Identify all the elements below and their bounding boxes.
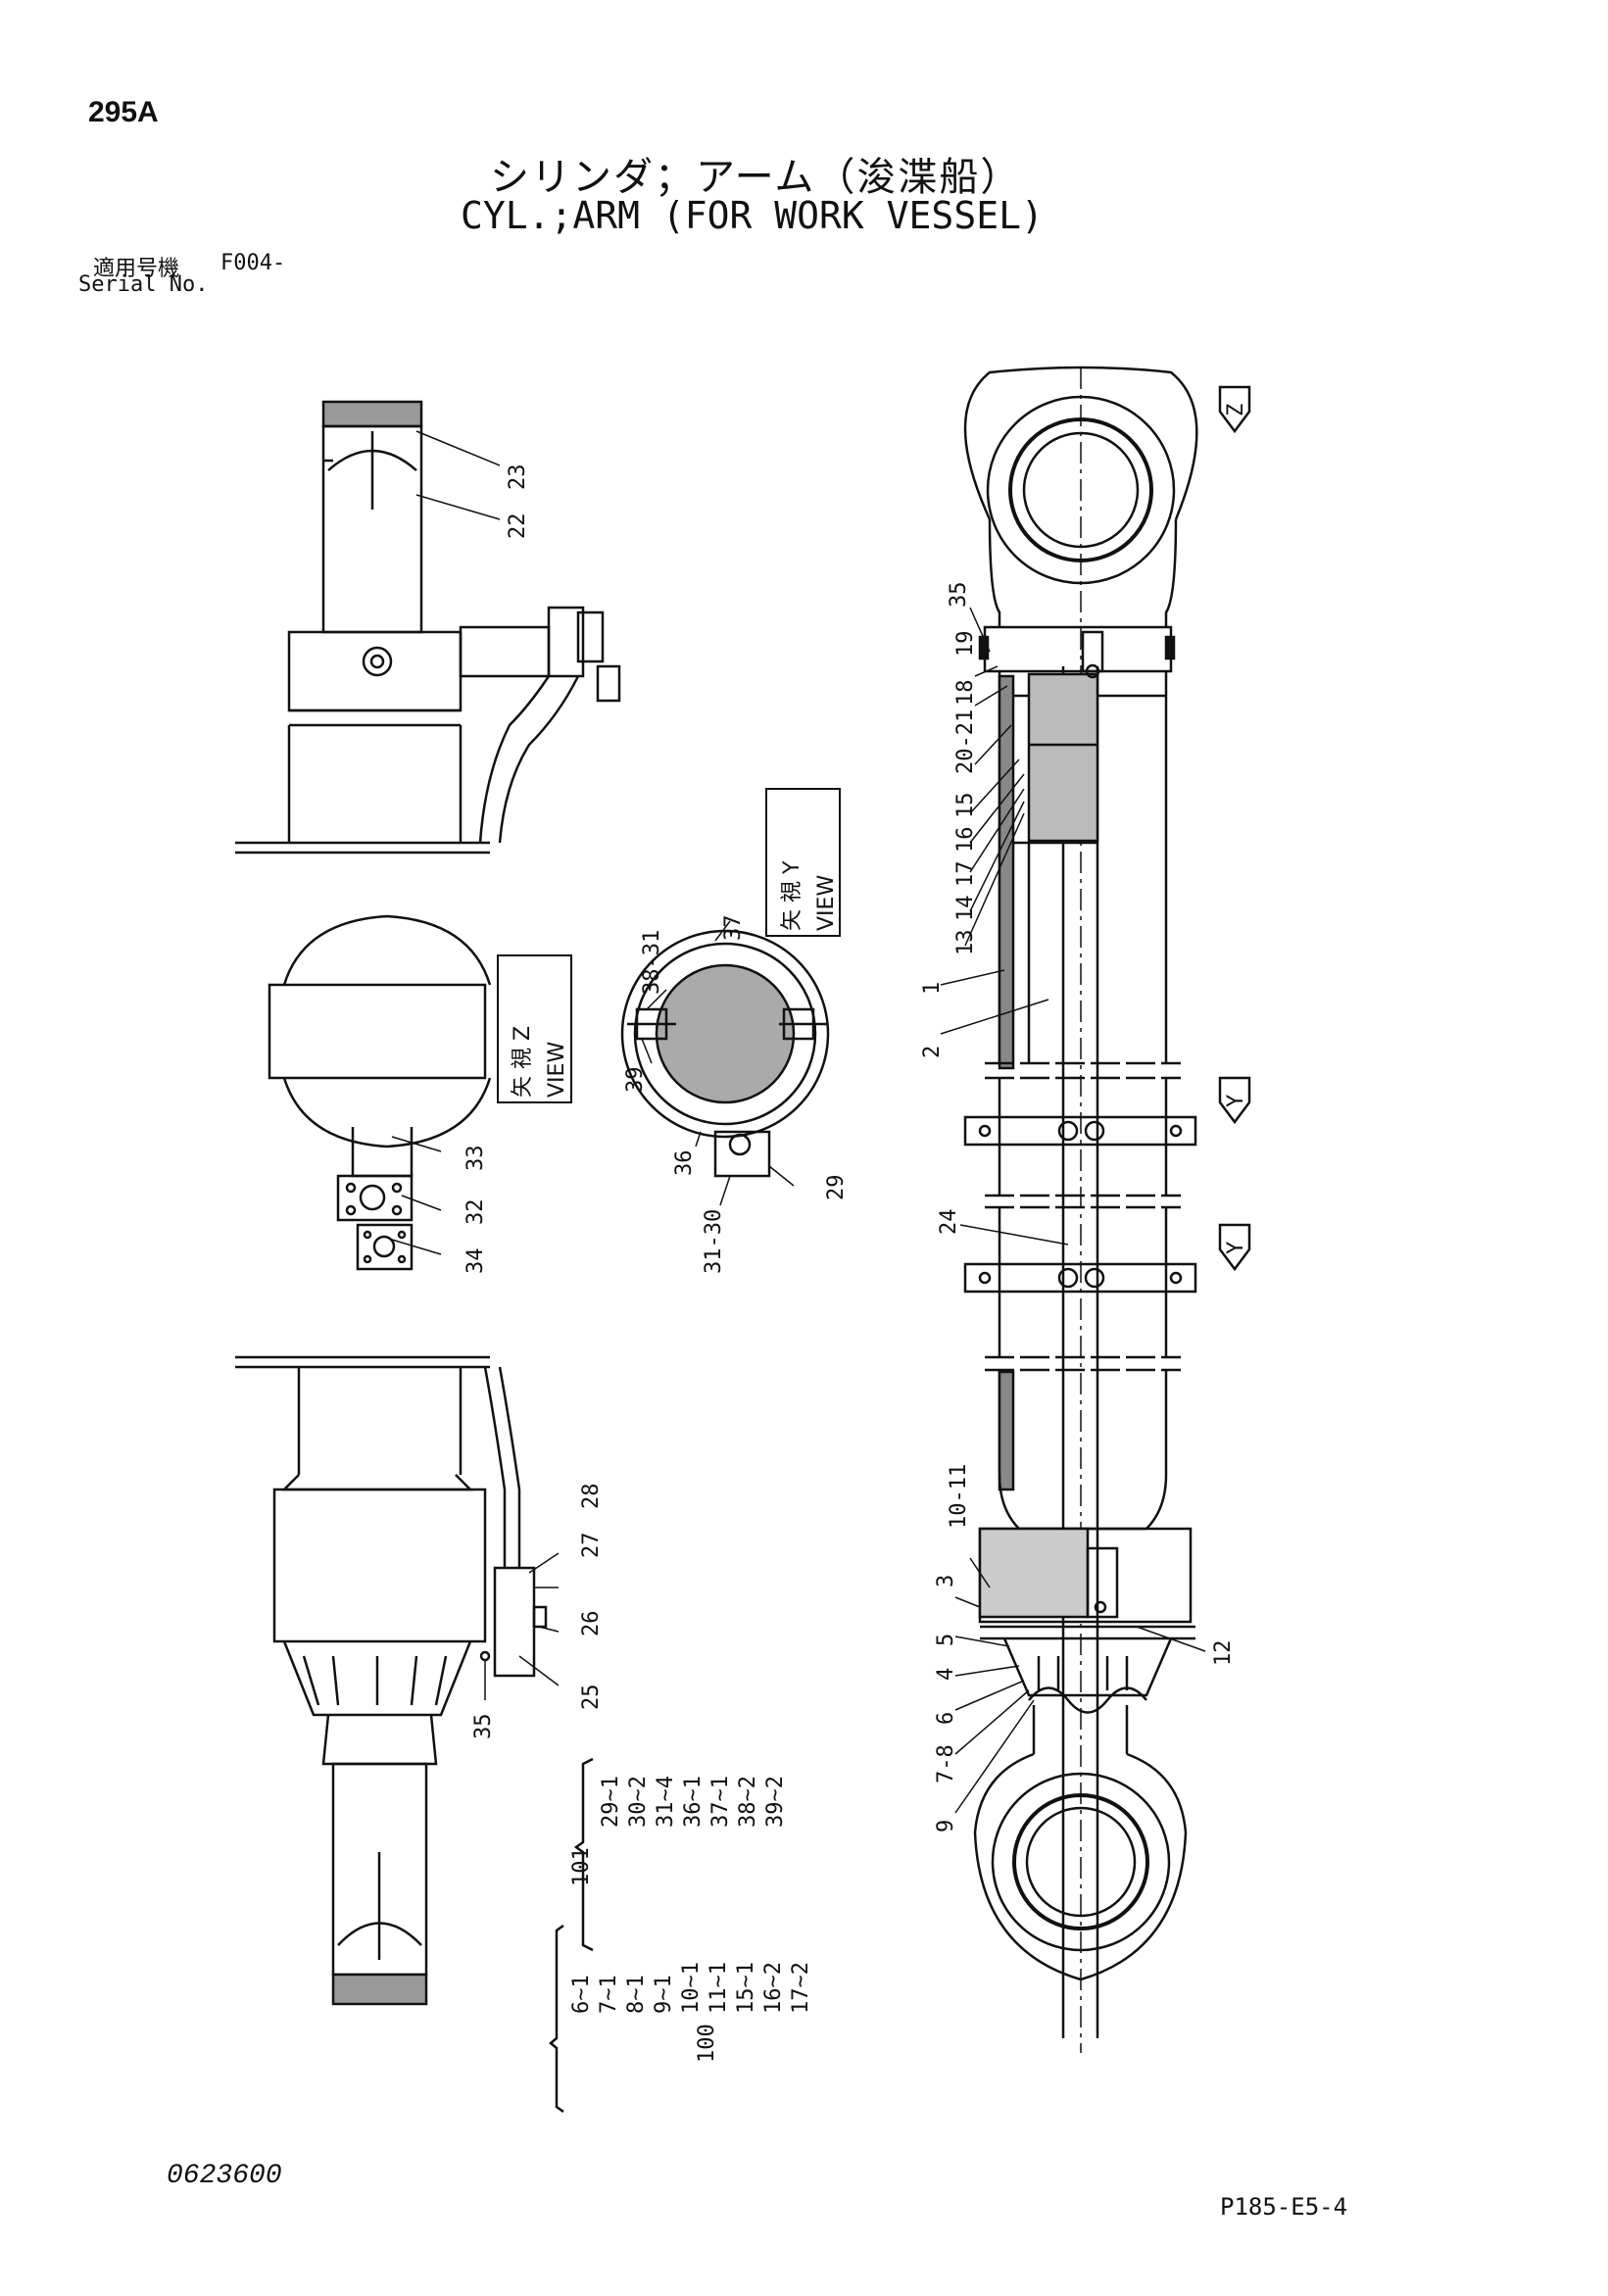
label-13: 13 [953, 930, 978, 956]
label-1: 1 [920, 982, 945, 995]
bottom-left-detail-view [235, 1355, 548, 2006]
label-35-upper: 35 [947, 582, 971, 609]
kit-101-item: 31~4 [654, 1776, 678, 1828]
label-6: 6 [934, 1712, 958, 1725]
label-17: 17 [953, 861, 978, 888]
label-24: 24 [937, 1209, 961, 1236]
kit-101-item: 30~2 [626, 1776, 651, 1828]
clamp-section-drawing [620, 929, 830, 1178]
page-number: 295A [88, 96, 159, 128]
label-33: 33 [463, 1146, 488, 1172]
label-16: 16 [953, 827, 978, 854]
kit-101-item: 37~1 [708, 1776, 733, 1828]
kit-braces [549, 1757, 594, 2114]
view-labels: 矢 視 Y VIEW 矢 視 Z VIEW Z Y Y [497, 404, 1248, 1254]
kit-100-item: 9~1 [652, 1975, 676, 2014]
label-34: 34 [463, 1248, 488, 1275]
part-number-labels: 35 19 18 20-21 15 16 17 14 13 1 2 24 10-… [463, 464, 1236, 1833]
label-38-31: 38-31 [640, 930, 664, 995]
kit-101-list: 101 29~1 30~2 31~4 36~1 37~1 38~2 39~2 [569, 1776, 788, 1886]
kit-101-item: 29~1 [599, 1776, 623, 1828]
arrow-y-upper-label: Y [1224, 1095, 1248, 1107]
kit-100-item: 8~1 [624, 1975, 649, 2014]
view-z-japanese: 矢 視 Z [511, 1026, 535, 1098]
label-32: 32 [463, 1199, 488, 1226]
view-z-english: VIEW [545, 1042, 569, 1098]
kit-100-list: 100 6~1 7~1 8~1 9~1 10~1 11~1 15~1 16~2 … [569, 1962, 813, 2063]
kit-101-item: 36~1 [681, 1776, 706, 1828]
label-5: 5 [934, 1634, 958, 1646]
main-cylinder-drawing [963, 366, 1251, 2053]
label-29: 29 [824, 1175, 849, 1201]
serial-label-japanese: 適用号機 [93, 257, 180, 281]
label-14: 14 [953, 896, 978, 922]
label-37: 37 [721, 915, 746, 942]
label-27: 27 [579, 1533, 604, 1559]
label-4: 4 [934, 1668, 958, 1681]
page-code: P185-E5-4 [1220, 2193, 1348, 2221]
arrow-y-lower-label: Y [1224, 1242, 1248, 1254]
label-31-30: 31-30 [702, 1209, 726, 1274]
kit-101-item: 39~2 [763, 1776, 788, 1828]
view-z-drawing [268, 914, 492, 1271]
label-28: 28 [579, 1484, 604, 1510]
label-12: 12 [1211, 1640, 1236, 1667]
serial-label-english: Serial No. [78, 272, 209, 297]
kit-100-item: 17~2 [789, 1962, 813, 2014]
document-number: 0623600 [167, 2161, 282, 2191]
label-3: 3 [934, 1575, 958, 1588]
label-18: 18 [953, 680, 978, 707]
label-26: 26 [579, 1611, 604, 1637]
kit-100-item: 7~1 [597, 1975, 621, 2014]
kit-100-item: 16~2 [761, 1962, 786, 2014]
view-y-japanese: 矢 視 Y [780, 860, 804, 931]
label-22: 22 [506, 513, 530, 540]
label-19: 19 [953, 631, 978, 658]
kit-100-item: 6~1 [569, 1975, 594, 2014]
label-36: 36 [672, 1150, 697, 1177]
label-10-11: 10-11 [947, 1464, 971, 1529]
kit-100-item: 10~1 [679, 1962, 704, 2014]
label-20-21: 20-21 [953, 709, 978, 774]
view-y-english: VIEW [814, 875, 839, 931]
label-9: 9 [934, 1820, 958, 1832]
leader-lines [391, 430, 1206, 1814]
kit-100-item: 15~1 [734, 1962, 758, 2014]
serial-value: F004- [220, 251, 286, 275]
title-english: CYL.;ARM (FOR WORK VESSEL) [461, 194, 1044, 237]
label-25: 25 [579, 1685, 604, 1711]
kit-101-label: 101 [569, 1847, 594, 1886]
label-23: 23 [506, 464, 530, 491]
arrow-z-label: Z [1224, 404, 1248, 416]
label-7-8: 7-8 [934, 1744, 958, 1783]
kit-100-item: 11~1 [707, 1962, 731, 2014]
top-left-detail-view [235, 400, 621, 855]
kit-101-item: 38~2 [736, 1776, 760, 1828]
label-15: 15 [953, 793, 978, 819]
title-japanese: シリンダ；アーム（浚渫船） [490, 155, 1022, 200]
label-2: 2 [920, 1046, 945, 1058]
label-35-lower: 35 [471, 1714, 496, 1740]
label-39: 39 [623, 1067, 648, 1094]
kit-100-label: 100 [695, 2024, 719, 2063]
